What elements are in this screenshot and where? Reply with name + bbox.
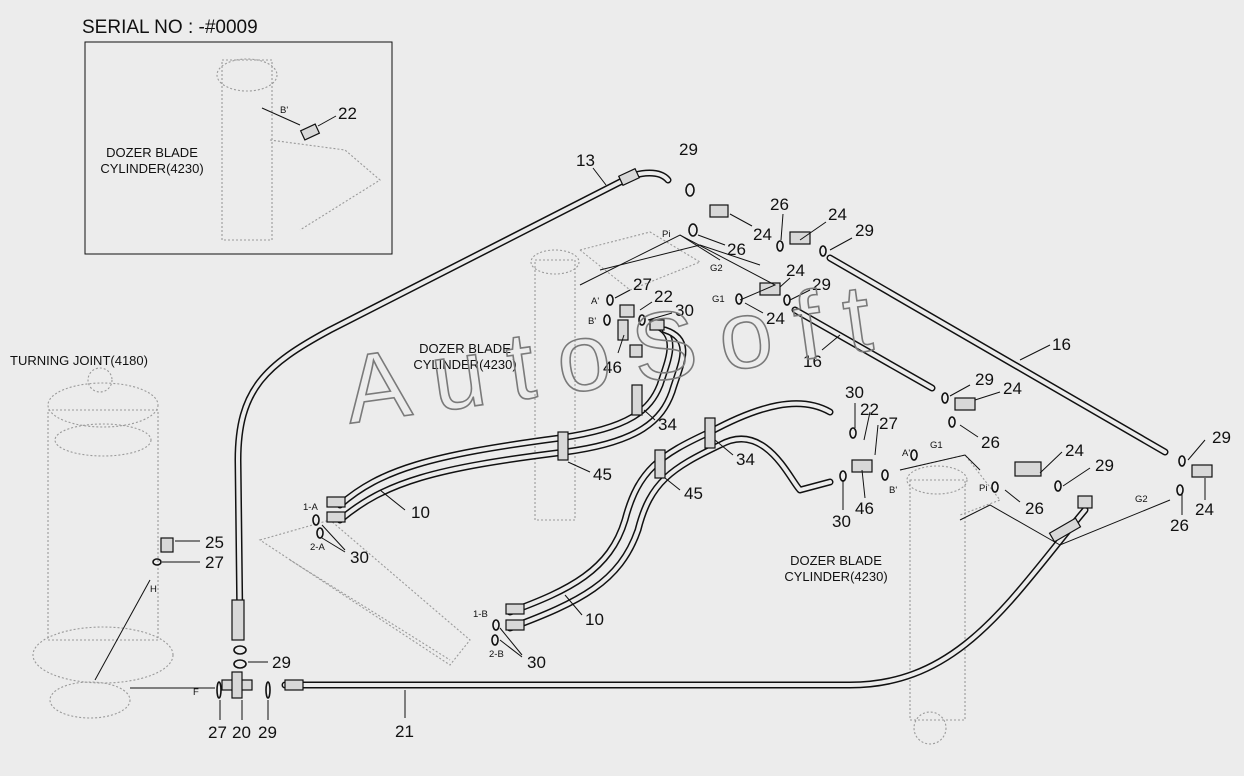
port-lines (94, 234, 1171, 689)
dozer-mid-label-line2: CYLINDER(4230) (413, 357, 516, 372)
part-26-c: 26 (981, 433, 1000, 452)
part-16-b: 16 (1052, 335, 1071, 354)
port-1b: 1-B (473, 609, 488, 620)
port-b-prime-right: B' (889, 485, 897, 496)
part-27-c: 27 (205, 553, 224, 572)
port-f: F (193, 687, 199, 698)
part-30-c: 30 (350, 548, 369, 567)
dozer-mid-label-line1: DOZER BLADE (419, 341, 511, 356)
port-a-prime-top: A' (591, 296, 599, 307)
part-24-g: 24 (1195, 500, 1214, 519)
part-10-b: 10 (585, 610, 604, 629)
part-22-inset: 22 (338, 104, 357, 123)
part-25: 25 (205, 533, 224, 552)
port-g1-top: G1 (712, 294, 725, 305)
part-27-a: 27 (633, 275, 652, 294)
part-10-a: 10 (411, 503, 430, 522)
inset-frame (84, 41, 393, 255)
inset-dozer-label-line1: DOZER BLADE (106, 145, 198, 160)
port-g1-right: G1 (930, 440, 943, 451)
inset-dozer-label-line2: CYLINDER(4230) (100, 161, 203, 176)
part-30-d: 30 (527, 653, 546, 672)
part-24-a: 24 (753, 225, 772, 244)
part-24-b: 24 (828, 205, 847, 224)
fittings (160, 167, 1213, 699)
part-27-d: 27 (208, 723, 227, 742)
part-13: 13 (576, 151, 595, 170)
part-29-b: 29 (855, 221, 874, 240)
part-16-a: 16 (803, 352, 822, 371)
part-20: 20 (232, 723, 251, 742)
leader-lines (162, 167, 1206, 720)
inset-fitting (261, 107, 337, 141)
part-34-a: 34 (658, 415, 677, 434)
part-26-d: 26 (1025, 499, 1044, 518)
port-a-prime-right: A' (902, 448, 910, 459)
part-24-e: 24 (1003, 379, 1022, 398)
dozer-right-label-line2: CYLINDER(4230) (784, 569, 887, 584)
port-b-prime-inset: B' (280, 105, 288, 116)
part-29-a: 29 (679, 140, 698, 159)
port-labels: Pi G2 G1 A' B' 1-A 2-A 1-B 2-B H F A' B'… (150, 229, 1148, 698)
part-22-b: 22 (860, 400, 879, 419)
dozer-right-label-line1: DOZER BLADE (790, 553, 882, 568)
port-g2-top: G2 (710, 263, 723, 274)
part-24-c: 24 (786, 261, 805, 280)
component-labels: DOZER BLADE CYLINDER(4230) DOZER BLADE C… (10, 341, 888, 584)
part-34-b: 34 (736, 450, 755, 469)
part-30-b: 30 (845, 383, 864, 402)
part-29-e: 29 (1095, 456, 1114, 475)
part-29-d: 29 (975, 370, 994, 389)
hoses (234, 169, 1169, 689)
part-26-e: 26 (1170, 516, 1189, 535)
part-22-a: 22 (654, 287, 673, 306)
port-h: H (150, 584, 157, 595)
part-29-f: 29 (1212, 428, 1231, 447)
part-26-b: 26 (770, 195, 789, 214)
part-29-h: 29 (258, 723, 277, 742)
part-29-c: 29 (812, 275, 831, 294)
serial-number: SERIAL NO : -#0009 (82, 17, 258, 38)
part-21: 21 (395, 722, 414, 741)
part-24-f: 24 (1065, 441, 1084, 460)
part-46-a: 46 (603, 358, 622, 377)
part-45-a: 45 (593, 465, 612, 484)
part-30-e: 30 (832, 512, 851, 531)
part-26-a: 26 (727, 240, 746, 259)
part-45-b: 45 (684, 484, 703, 503)
port-2b: 2-B (489, 649, 504, 660)
part-30-a: 30 (675, 301, 694, 320)
part-number-callouts: 13 29 24 26 26 24 29 24 29 24 27 22 30 4… (205, 140, 1231, 742)
port-b-prime-top: B' (588, 316, 596, 327)
port-1a: 1-A (303, 502, 318, 513)
part-46-b: 46 (855, 499, 874, 518)
port-2a: 2-A (310, 542, 325, 553)
turning-joint-label: TURNING JOINT(4180) (10, 353, 148, 368)
part-27-b: 27 (879, 414, 898, 433)
part-29-g: 29 (272, 653, 291, 672)
port-pi-top: Pi (662, 229, 670, 240)
o-rings (152, 183, 1186, 699)
port-pi-right: Pi (979, 483, 987, 494)
port-g2-right: G2 (1135, 494, 1148, 505)
part-24-d: 24 (766, 309, 785, 328)
